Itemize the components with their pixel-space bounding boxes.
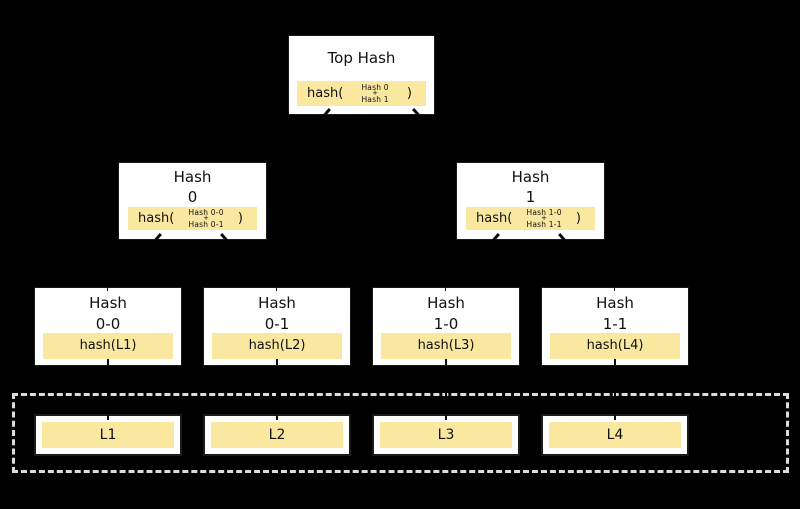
connector-tick (445, 415, 447, 420)
arrowhead-mark (323, 108, 331, 117)
connector-line-notch (445, 390, 447, 399)
connector-tick (107, 415, 109, 420)
formula-prefix: hash( (476, 211, 513, 226)
connector-tick (614, 415, 616, 420)
formula-operands: Hash 0 + Hash 1 (361, 83, 389, 104)
plus-operator: + (541, 214, 548, 222)
block-label: L3 (380, 422, 512, 448)
operand-bottom: Hash 0-1 (188, 220, 224, 229)
node-title-line2: 1-1 (602, 315, 628, 333)
hash-0-1-node: Hash 0-1 hash(L2) (203, 287, 351, 366)
arrowhead-mark (412, 108, 420, 117)
formula-prefix: hash( (307, 86, 344, 101)
formula-prefix: hash( (138, 211, 175, 226)
formula-suffix: ) (237, 211, 243, 226)
connector-tick (276, 415, 278, 420)
block-label: L4 (549, 422, 681, 448)
arrowhead-mark (614, 359, 616, 365)
connector-tick (276, 288, 277, 291)
hash-formula-bar: hash(L3) (381, 333, 511, 359)
node-title-line2: 0-1 (264, 315, 290, 333)
arrowhead-mark (445, 359, 447, 365)
formula-operands: Hash 0-0 + Hash 0-1 (188, 208, 224, 229)
node-title: Top Hash (327, 49, 396, 67)
connector-line-notch (107, 390, 109, 399)
hash-formula-bar: hash(L2) (212, 333, 342, 359)
operand-top: Hash 0 (361, 83, 389, 92)
connector-line-notch (276, 390, 278, 399)
arrowhead-mark (107, 359, 109, 365)
formula-suffix: ) (575, 211, 581, 226)
hash-formula-bar: hash( Hash 0 + Hash 1 ) (297, 81, 426, 106)
top-hash-node: Top Hash hash( Hash 0 + Hash 1 ) (288, 35, 435, 117)
node-title-line2: 0-0 (95, 315, 121, 333)
plus-operator: + (203, 214, 210, 222)
arrowhead-mark (220, 233, 228, 242)
data-blocks-container (12, 393, 789, 473)
node-title-line1: Hash (511, 168, 550, 186)
hash-0-0-node: Hash 0-0 hash(L1) (34, 287, 182, 366)
arrowhead-mark (154, 233, 162, 242)
connector-line-notch (614, 390, 616, 399)
node-title-line1: Hash (258, 294, 296, 312)
hash-formula-bar: hash( Hash 0-0 + Hash 0-1 ) (128, 207, 257, 230)
operand-top: Hash 0-0 (188, 208, 224, 217)
hash-1-0-node: Hash 1-0 hash(L3) (372, 287, 520, 366)
formula-suffix: ) (406, 86, 412, 101)
arrowhead-mark (492, 233, 500, 242)
hash-formula-bar: hash( Hash 1-0 + Hash 1-1 ) (466, 207, 595, 230)
hash-formula-bar: hash(L4) (550, 333, 680, 359)
hash-1-1-node: Hash 1-1 hash(L4) (541, 287, 689, 366)
operand-bottom: Hash 1 (361, 95, 389, 104)
arrowhead-mark (558, 233, 566, 242)
node-title-line1: Hash (596, 294, 634, 312)
plus-operator: + (372, 89, 379, 97)
connector-tick (614, 288, 615, 291)
data-block-l4: L4 (541, 414, 689, 456)
connector-tick (107, 288, 108, 291)
hash-1-node: Hash 1 hash( Hash 1-0 + Hash 1-1 ) (456, 162, 605, 242)
node-title-line1: Hash (173, 168, 212, 186)
data-block-l2: L2 (203, 414, 351, 456)
data-block-l1: L1 (34, 414, 182, 456)
node-title-line2: 1 (525, 188, 536, 206)
block-label: L2 (211, 422, 343, 448)
data-block-l3: L3 (372, 414, 520, 456)
node-title-line1: Hash (89, 294, 127, 312)
hash-formula-bar: hash(L1) (43, 333, 173, 359)
node-title-line1: Hash (427, 294, 465, 312)
formula-operands: Hash 1-0 + Hash 1-1 (526, 208, 562, 229)
operand-top: Hash 1-0 (526, 208, 562, 217)
operand-bottom: Hash 1-1 (526, 220, 562, 229)
hash-0-node: Hash 0 hash( Hash 0-0 + Hash 0-1 ) (118, 162, 267, 242)
node-title-line2: 0 (187, 188, 198, 206)
connector-tick (445, 288, 446, 291)
arrowhead-mark (276, 359, 278, 365)
block-label: L1 (42, 422, 174, 448)
node-title-line2: 1-0 (433, 315, 459, 333)
